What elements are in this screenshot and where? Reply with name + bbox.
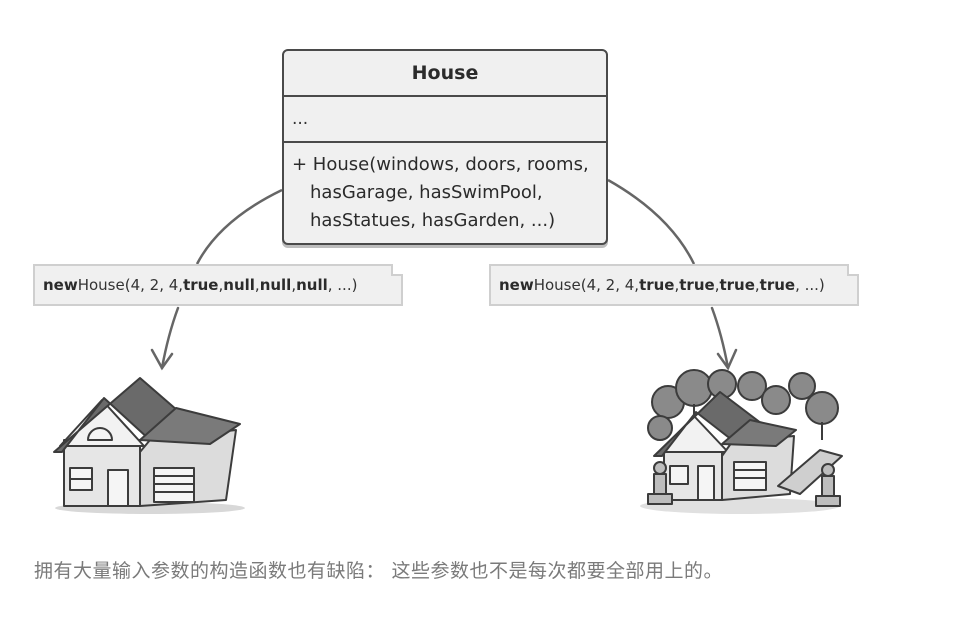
note-tail: , ...) <box>327 276 358 294</box>
arrow-right <box>710 306 738 371</box>
note-sep: , <box>674 276 680 294</box>
connector-left <box>195 188 283 265</box>
fancy-house-icon <box>640 369 843 514</box>
statue-icon-left <box>647 461 673 505</box>
uml-class-house: House ... + House(windows, doors, rooms,… <box>282 49 608 245</box>
note-folded-corner <box>391 264 403 276</box>
pool-icon <box>777 449 843 495</box>
note-sep: , <box>218 276 224 294</box>
statue-icon-right <box>815 463 841 507</box>
keyword-true: true <box>679 276 715 294</box>
uml-fields: ... <box>284 97 606 143</box>
note-fancy-house-constructor: new House(4, 2, 4, true, true, true, tru… <box>489 264 859 306</box>
keyword-null: null <box>296 276 328 294</box>
note-simple-house-constructor: new House(4, 2, 4, true, null, null, nul… <box>33 264 403 306</box>
keyword-new: new <box>43 276 78 294</box>
simple-house-icon <box>53 377 245 514</box>
note-text: House(4, 2, 4, <box>77 276 184 294</box>
uml-method-line-3: hasStatues, hasGarden, ...) <box>310 210 556 231</box>
connector-right <box>607 178 696 265</box>
keyword-true: true <box>719 276 755 294</box>
note-sep: , <box>254 276 260 294</box>
keyword-true: true <box>639 276 675 294</box>
keyword-null: null <box>223 276 255 294</box>
keyword-new: new <box>499 276 534 294</box>
uml-class-name: House <box>284 51 606 97</box>
trees-icon <box>647 369 839 441</box>
uml-method-line-1: + House(windows, doors, rooms, <box>292 154 589 175</box>
arrow-left <box>150 306 180 371</box>
note-sep: , <box>714 276 720 294</box>
uml-methods: + House(windows, doors, rooms, hasGarage… <box>284 143 606 243</box>
keyword-null: null <box>259 276 292 294</box>
note-tail: , ...) <box>795 276 825 294</box>
figure-caption: 拥有大量输入参数的构造函数也有缺陷： 这些参数也不是每次都要全部用上的。 <box>34 560 724 582</box>
note-text: House(4, 2, 4, <box>533 276 640 294</box>
note-sep: , <box>291 276 297 294</box>
note-sep: , <box>754 276 760 294</box>
uml-method-line-2: hasGarage, hasSwimPool, <box>310 182 543 203</box>
keyword-true: true <box>759 276 796 294</box>
note-folded-corner <box>847 264 859 276</box>
keyword-true: true <box>183 276 219 294</box>
